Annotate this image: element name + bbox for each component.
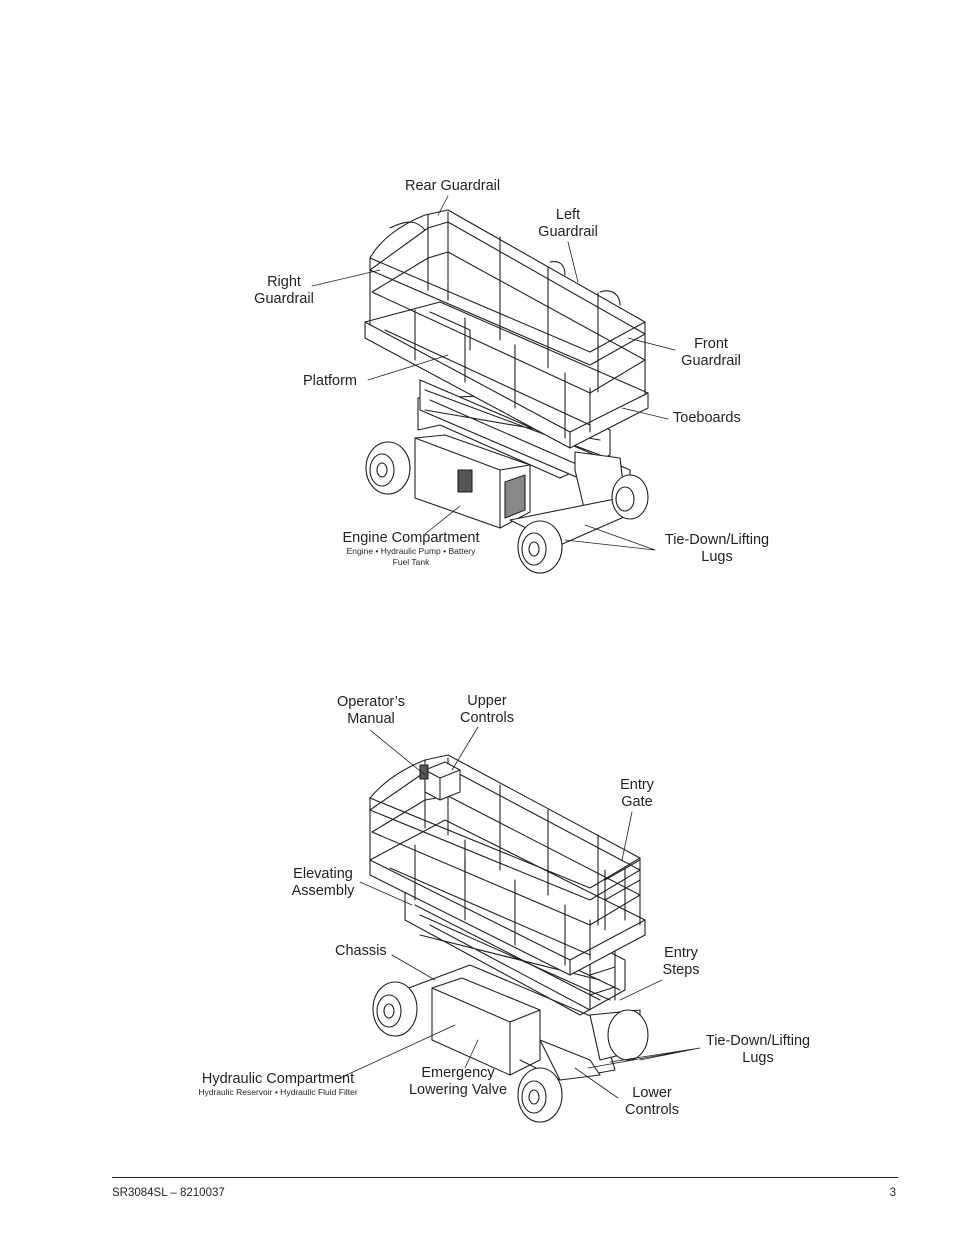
label-engine-compartment-sub1: Engine • Hydraulic Pump • Battery	[346, 546, 476, 556]
lift-diagram-1	[364, 209, 649, 574]
label-entry-gate-line2: Gate	[621, 794, 653, 810]
label-hydraulic-compartment-sub: Hydraulic Reservoir • Hydraulic Fluid Fi…	[198, 1087, 358, 1097]
label-engine-compartment: Engine Compartment	[342, 530, 480, 546]
label-hydraulic-compartment: Hydraulic Compartment	[201, 1071, 355, 1087]
label-emergency-lowering: Emergency Lowering Valve	[400, 1065, 516, 1099]
label-elevating-assembly: Elevating Assembly	[285, 866, 361, 900]
label-left-guardrail-line1: Left	[555, 207, 581, 223]
label-operators-manual-line1: Operator’s	[337, 694, 405, 710]
label-right-guardrail-line1: Right	[267, 274, 301, 290]
label-rear-guardrail: Rear Guardrail	[405, 178, 501, 194]
label-left-guardrail-line2: Guardrail	[538, 224, 598, 240]
label-tie-down-2-line1: Tie-Down/Lifting	[705, 1033, 811, 1049]
label-upper-controls-line1: Upper	[467, 693, 507, 709]
label-upper-controls-line2: Controls	[460, 710, 514, 726]
label-engine-compartment-sub2: Fuel Tank	[392, 557, 430, 567]
label-emergency-lowering-line2: Lowering Valve	[408, 1082, 508, 1098]
label-operators-manual-line2: Manual	[347, 711, 395, 727]
label-elevating-assembly-line1: Elevating	[293, 866, 353, 882]
label-chassis: Chassis	[335, 943, 387, 959]
label-tie-down-2: Tie-Down/Lifting Lugs	[697, 1033, 819, 1067]
label-toeboards: Toeboards	[673, 410, 741, 426]
label-entry-steps-line1: Entry	[664, 945, 698, 961]
label-operators-manual: Operator’s Manual	[330, 694, 412, 728]
label-lower-controls-line1: Lower	[632, 1085, 672, 1101]
label-entry-gate: Entry Gate	[610, 777, 664, 811]
lift-diagram-2	[369, 754, 649, 1123]
label-entry-steps: Entry Steps	[654, 945, 708, 979]
label-tie-down-2-line2: Lugs	[742, 1050, 774, 1066]
label-tie-down-1-line1: Tie-Down/Lifting	[664, 532, 770, 548]
label-right-guardrail-line2: Guardrail	[254, 291, 314, 307]
label-tie-down-1: Tie-Down/Lifting Lugs	[656, 532, 778, 566]
label-platform: Platform	[303, 373, 357, 389]
footer-divider	[112, 1177, 898, 1178]
label-elevating-assembly-line2: Assembly	[291, 883, 355, 899]
label-lower-controls-line2: Controls	[625, 1102, 679, 1118]
label-entry-gate-line1: Entry	[620, 777, 654, 793]
label-left-guardrail: Left Guardrail	[535, 207, 601, 241]
label-lower-controls: Lower Controls	[617, 1085, 687, 1119]
footer-doc-id: SR3084SL – 8210037	[112, 1187, 225, 1199]
leader-lines	[311, 195, 701, 1099]
label-emergency-lowering-line1: Emergency	[421, 1065, 495, 1081]
label-entry-steps-line2: Steps	[662, 962, 700, 978]
label-front-guardrail-line2: Guardrail	[681, 353, 741, 369]
label-tie-down-1-line2: Lugs	[701, 549, 733, 565]
label-upper-controls: Upper Controls	[454, 693, 520, 727]
label-front-guardrail-line1: Front	[694, 336, 728, 352]
footer-page-number: 3	[889, 1187, 896, 1199]
label-front-guardrail: Front Guardrail	[678, 336, 744, 370]
label-right-guardrail: Right Guardrail	[251, 274, 317, 308]
